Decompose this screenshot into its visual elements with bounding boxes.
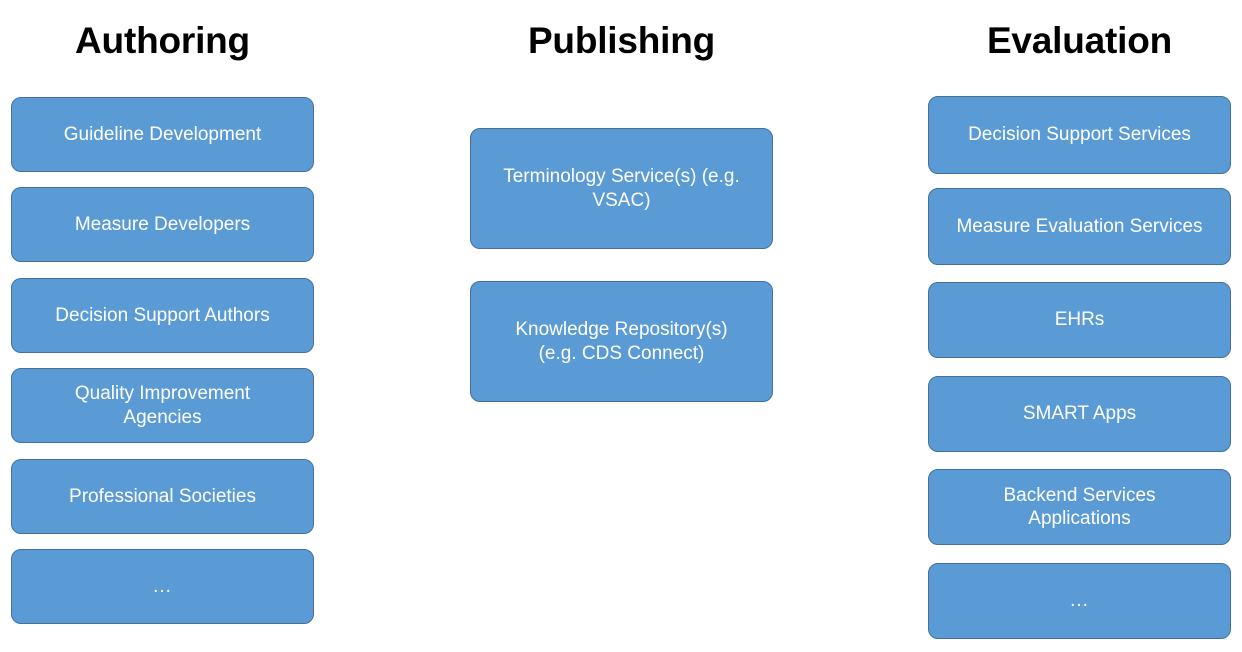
box-evaluation-more[interactable]: ... xyxy=(928,563,1231,639)
box-backend-services-applications[interactable]: Backend Services Applications xyxy=(928,469,1231,545)
box-label: Professional Societies xyxy=(69,485,256,507)
box-decision-support-authors[interactable]: Decision Support Authors xyxy=(11,278,314,353)
box-authoring-more[interactable]: ... xyxy=(11,549,314,624)
box-label: Guideline Development xyxy=(63,123,262,145)
box-label: Measure Developers xyxy=(74,213,251,235)
column-evaluation: Evaluation Decision Support Services Mea… xyxy=(928,0,1231,652)
column-title-authoring: Authoring xyxy=(75,20,250,61)
box-smart-apps[interactable]: SMART Apps xyxy=(928,376,1231,452)
box-measure-evaluation-services[interactable]: Measure Evaluation Services xyxy=(928,188,1231,265)
box-guideline-development[interactable]: Guideline Development xyxy=(11,97,314,172)
box-ehrs[interactable]: EHRs xyxy=(928,282,1231,358)
box-label: Measure Evaluation Services xyxy=(956,215,1203,237)
column-publishing: Publishing Terminology Service(s) (e.g. … xyxy=(470,0,773,652)
box-label: EHRs xyxy=(1054,309,1105,331)
box-professional-societies[interactable]: Professional Societies xyxy=(11,459,314,534)
box-label: Quality Improvement Agencies xyxy=(74,383,251,428)
box-terminology-service[interactable]: Terminology Service(s) (e.g. VSAC) xyxy=(470,128,773,249)
box-quality-improvement-agencies[interactable]: Quality Improvement Agencies xyxy=(11,368,314,443)
box-label: Backend Services Applications xyxy=(1003,484,1156,529)
box-knowledge-repository[interactable]: Knowledge Repository(s) (e.g. CDS Connec… xyxy=(470,281,773,402)
box-decision-support-services[interactable]: Decision Support Services xyxy=(928,96,1231,174)
box-measure-developers[interactable]: Measure Developers xyxy=(11,187,314,262)
box-label: ... xyxy=(153,575,172,597)
box-label: Knowledge Repository(s) (e.g. CDS Connec… xyxy=(515,319,728,364)
column-authoring: Authoring Guideline Development Measure … xyxy=(11,0,314,652)
box-label: ... xyxy=(1070,590,1089,612)
box-label: Decision Support Authors xyxy=(55,304,270,326)
column-title-publishing: Publishing xyxy=(527,20,716,61)
box-label: SMART Apps xyxy=(1022,403,1137,425)
column-title-evaluation: Evaluation xyxy=(986,20,1173,61)
box-label: Decision Support Services xyxy=(968,124,1191,146)
box-label: Terminology Service(s) (e.g. VSAC) xyxy=(503,166,740,211)
